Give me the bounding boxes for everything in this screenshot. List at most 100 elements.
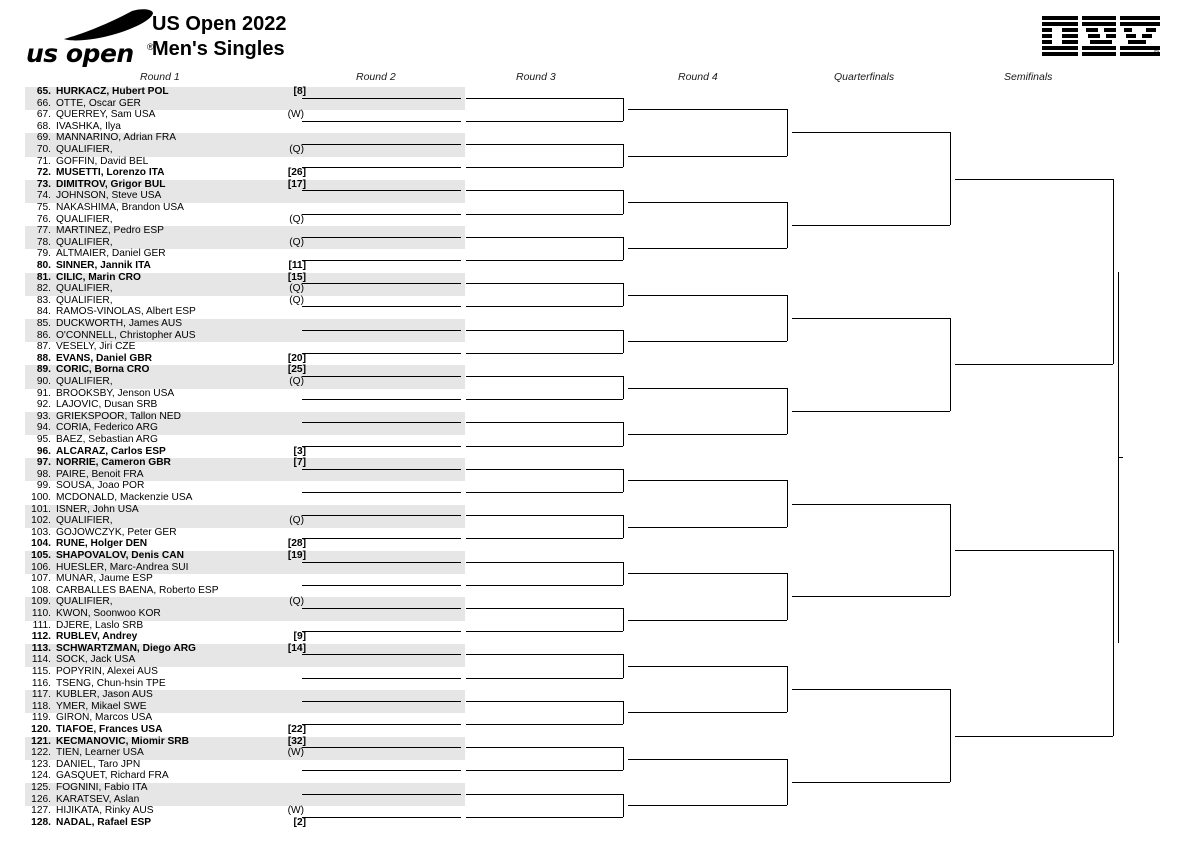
round4-connector	[950, 689, 951, 782]
player-row[interactable]: 118.YMER, Mikael SWE	[25, 701, 325, 713]
player-row[interactable]: 69.MANNARINO, Adrian FRA	[25, 132, 325, 144]
player-row[interactable]: 66.OTTE, Oscar GER	[25, 98, 325, 110]
player-row[interactable]: 87.VESELY, Jiri CZE	[25, 341, 325, 353]
player-name: MUSETTI, Lorenzo ITA	[56, 167, 165, 179]
round1-match-line	[302, 654, 461, 656]
player-name: LAJOVIC, Dusan SRB	[56, 399, 158, 411]
player-row[interactable]: 65.HURKACZ, Hubert POL[8]	[25, 86, 325, 98]
player-number: 91.	[36, 387, 51, 399]
player-row[interactable]: 88.EVANS, Daniel GBR[20]	[25, 353, 325, 365]
player-number: 94.	[36, 422, 51, 434]
player-number: 80.	[36, 260, 51, 271]
player-row[interactable]: 85.DUCKWORTH, James AUS	[25, 318, 325, 330]
player-row[interactable]: 89.CORIC, Borna CRO[25]	[25, 364, 325, 376]
player-row[interactable]: 94.CORIA, Federico ARG	[25, 422, 325, 434]
player-row[interactable]: 78.QUALIFIER,(Q)	[25, 237, 325, 249]
row-shade-band	[25, 411, 465, 435]
player-row[interactable]: 108.CARBALLES BAENA, Roberto ESP	[25, 585, 325, 597]
round3-feed-line	[628, 666, 787, 667]
player-name: QUALIFIER,	[56, 294, 113, 306]
player-row[interactable]: 76.QUALIFIER,(Q)	[25, 214, 325, 226]
player-row[interactable]: 75.NAKASHIMA, Brandon USA	[25, 202, 325, 214]
round2-feed-line	[466, 631, 623, 633]
player-name: SINNER, Jannik ITA	[56, 260, 151, 271]
player-row[interactable]: 125.FOGNINI, Fabio ITA	[25, 782, 325, 794]
player-row[interactable]: 97.NORRIE, Cameron GBR[7]	[25, 457, 325, 469]
player-name: QUALIFIER,	[56, 596, 113, 608]
player-name: OTTE, Oscar GER	[56, 97, 141, 109]
round2-connector	[623, 236, 624, 260]
draw-bracket: 65.HURKACZ, Hubert POL[8]66.OTTE, Oscar …	[0, 86, 1191, 829]
player-row[interactable]: 121.KECMANOVIC, Miomir SRB[32]	[25, 736, 325, 748]
player-row[interactable]: 72.MUSETTI, Lorenzo ITA[26]	[25, 167, 325, 179]
player-row[interactable]: 79.ALTMAIER, Daniel GER	[25, 248, 325, 260]
player-row[interactable]: 91. BROOKSBY, Jenson USA	[25, 388, 325, 400]
player-name: RUNE, Holger DEN	[56, 538, 148, 550]
player-row[interactable]: 68.IVASHKA, Ilya	[25, 121, 325, 133]
player-row[interactable]: 124.GASQUET, Richard FRA	[25, 770, 325, 782]
row-shade-band	[25, 551, 465, 575]
player-row[interactable]: 127.HIJIKATA, Rinky AUS(W)	[25, 805, 325, 817]
player-name: NADAL, Rafael ESP	[56, 816, 152, 828]
player-row[interactable]: 110.KWON, Soonwoo KOR	[25, 608, 325, 620]
player-row[interactable]: 107.MUNAR, Jaume ESP	[25, 573, 325, 585]
player-row[interactable]: 86.O'CONNELL, Christopher AUS	[25, 330, 325, 342]
player-row[interactable]: 96.ALCARAZ, Carlos ESP[3]	[25, 446, 325, 458]
player-row[interactable]: 128.NADAL, Rafael ESP[2]	[25, 817, 325, 829]
player-name: HIJIKATA, Rinky AUS	[56, 805, 154, 817]
player-number: 82.	[36, 283, 51, 295]
player-name: BAEZ, Sebastian ARG	[56, 434, 158, 445]
round3-connector	[787, 387, 788, 434]
player-row[interactable]: 81.CILIC, Marin CRO[15]	[25, 272, 325, 284]
player-row[interactable]: 105.SHAPOVALOV, Denis CAN[19]	[25, 550, 325, 562]
player-row[interactable]: 100.MCDONALD, Mackenzie USA	[25, 492, 325, 504]
player-row[interactable]: 109.QUALIFIER,(Q)	[25, 596, 325, 608]
player-row[interactable]: 80.SINNER, Jannik ITA[11]	[25, 260, 325, 272]
player-number: 124.	[31, 770, 51, 782]
player-row[interactable]: 90.QUALIFIER,(Q)	[25, 376, 325, 388]
player-row[interactable]: 98.PAIRE, Benoit FRA	[25, 469, 325, 481]
round3-feed-line	[628, 248, 787, 250]
player-row[interactable]: 82.QUALIFIER,(Q)	[25, 283, 325, 295]
player-row[interactable]: 83.QUALIFIER,(Q)	[25, 295, 325, 307]
player-row[interactable]: 67.QUERREY, Sam USA(W)	[25, 109, 325, 121]
player-row[interactable]: 120.TIAFOE, Frances USA[22]	[25, 724, 325, 736]
player-row[interactable]: 102.QUALIFIER,(Q)	[25, 515, 325, 527]
player-row[interactable]: 84.RAMOS-VINOLAS, Albert ESP	[25, 306, 325, 318]
player-row[interactable]: 122.TIEN, Learner USA(W)	[25, 747, 325, 759]
player-row[interactable]: 95.BAEZ, Sebastian ARG	[25, 434, 325, 446]
player-row[interactable]: 117.KUBLER, Jason AUS	[25, 689, 325, 701]
player-row[interactable]: 104.RUNE, Holger DEN[28]	[25, 538, 325, 550]
player-row[interactable]: 123.DANIEL, Taro JPN	[25, 759, 325, 771]
player-row[interactable]: 103.GOJOWCZYK, Peter GER	[25, 527, 325, 539]
player-row[interactable]: 99.SOUSA, Joao POR	[25, 480, 325, 492]
player-row[interactable]: 71.GOFFIN, David BEL	[25, 156, 325, 168]
player-seed: [9]	[293, 631, 306, 643]
player-row[interactable]: 93.GRIEKSPOOR, Tallon NED	[25, 411, 325, 423]
player-number: 70.	[36, 144, 51, 155]
round3-feed-line	[628, 341, 787, 343]
player-row[interactable]: 126.KARATSEV, Aslan	[25, 794, 325, 806]
player-row[interactable]: 74.JOHNSON, Steve USA	[25, 190, 325, 202]
player-name: PAIRE, Benoit FRA	[56, 468, 144, 480]
round-label-4: Round 4	[678, 71, 718, 83]
round2-feed-line	[466, 538, 623, 540]
player-number: 92.	[36, 399, 51, 411]
player-row[interactable]: 101.ISNER, John USA	[25, 504, 325, 516]
player-row[interactable]: 119.GIRON, Marcos USA	[25, 712, 325, 724]
player-row[interactable]: 112.RUBLEV, Andrey[9]	[25, 631, 325, 643]
player-row[interactable]: 70.QUALIFIER,(Q)	[25, 144, 325, 156]
player-name: BROOKSBY, Jenson USA	[56, 387, 175, 399]
player-name: QUALIFIER,	[56, 283, 113, 295]
player-row[interactable]: 113.SCHWARTZMAN, Diego ARG[14]	[25, 643, 325, 655]
player-row[interactable]: 116.TSENG, Chun-hsin TPE	[25, 678, 325, 690]
player-row[interactable]: 111.DJERE, Laslo SRB	[25, 620, 325, 632]
player-row[interactable]: 114.SOCK, Jack USA	[25, 654, 325, 666]
player-row[interactable]: 73.DIMITROV, Grigor BUL[17]	[25, 179, 325, 191]
player-row[interactable]: 77.MARTINEZ, Pedro ESP	[25, 225, 325, 237]
player-row[interactable]: 106.HUESLER, Marc-Andrea SUI	[25, 562, 325, 574]
player-number: 85.	[36, 318, 51, 329]
player-row[interactable]: 92. LAJOVIC, Dusan SRB	[25, 399, 325, 411]
round1-match-line	[302, 120, 461, 122]
player-row[interactable]: 115.POPYRIN, Alexei AUS	[25, 666, 325, 678]
